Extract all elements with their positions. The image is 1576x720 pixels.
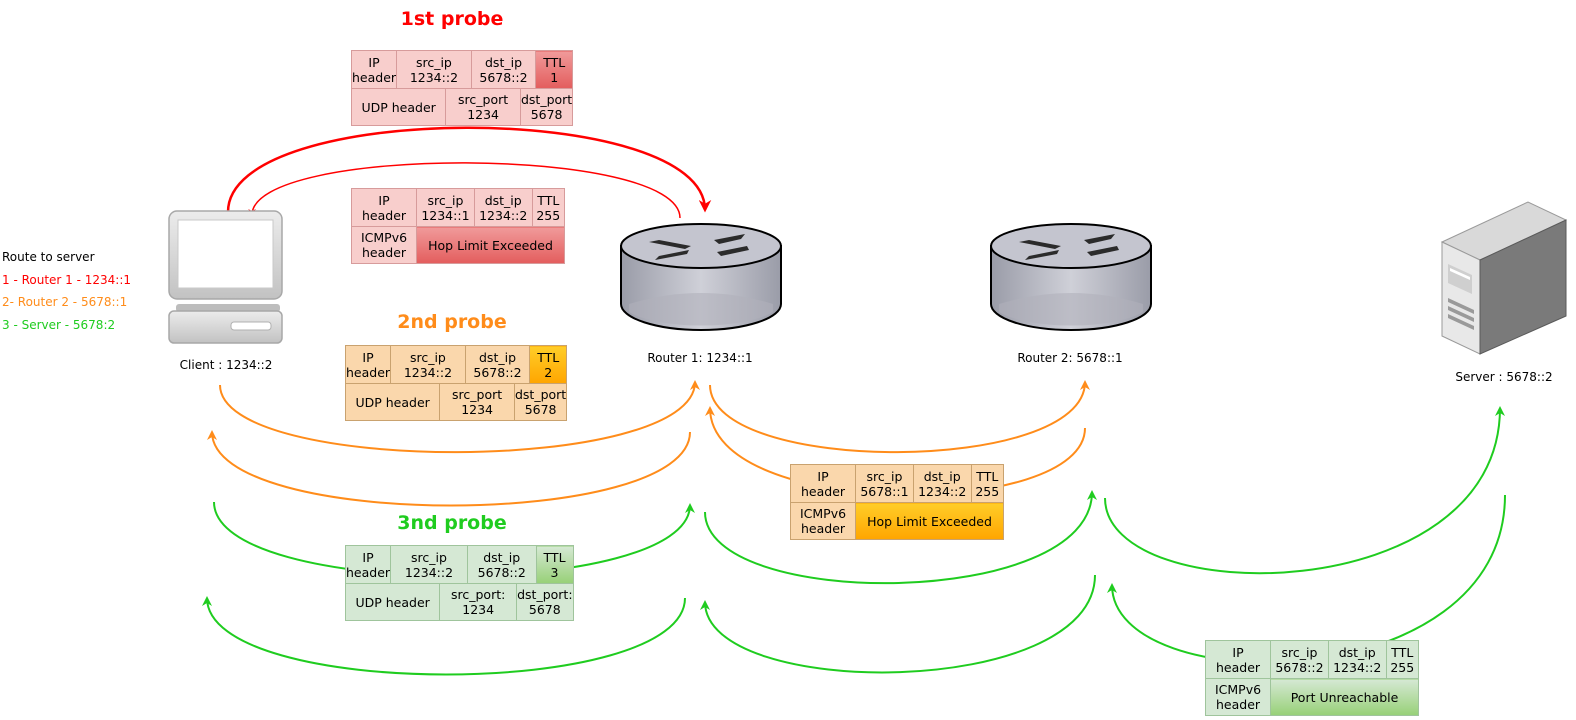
probe3-packet: IP header src_ip 1234::2 dst_ip 5678::2 …	[344, 545, 574, 621]
ip-header-cell: IP header	[344, 545, 392, 584]
server-tower-icon	[1440, 201, 1568, 355]
arrow-probe3-request-r2	[704, 490, 1097, 585]
legend-router1: 1 - Router 1 - 1234::1	[2, 272, 132, 287]
route-legend: Route to server 1 - Router 1 - 1234::1 2…	[2, 246, 131, 336]
legend-router2: 2- Router 2 - 5678::1	[2, 295, 128, 309]
src-ip-cell: src_ip 5678::1	[855, 464, 914, 503]
icmp-message-cell: Hop Limit Exceeded	[416, 226, 565, 264]
dst-port-cell: dst_port: 5678	[516, 583, 574, 621]
arrow-probe1-request	[226, 126, 712, 213]
arrow-probe2-request-r2	[709, 380, 1090, 454]
probe3-title: 3nd probe	[397, 512, 507, 534]
arrow-probe2-reply-client	[207, 430, 691, 507]
reply1-packet: IP header src_ip 1234::1 dst_ip 1234::2 …	[350, 188, 566, 264]
src-ip-cell: src_ip 1234::2	[396, 50, 472, 89]
src-ip-cell: src_ip 5678::2	[1270, 640, 1329, 679]
desktop-computer-icon	[168, 210, 283, 344]
probe2-packet: IP header src_ip 1234::2 dst_ip 5678::2 …	[344, 345, 568, 421]
icmp-message-cell: Port Unreachable	[1270, 678, 1419, 716]
udp-header-cell: UDP header	[350, 88, 447, 126]
router-icon	[990, 223, 1152, 331]
ip-header-cell: IP header	[344, 345, 392, 384]
udp-header-cell: UDP header	[344, 583, 441, 621]
arrow-probe3-reply-r2	[1107, 494, 1506, 664]
ttl-cell: TTL 255	[531, 188, 566, 227]
ip-header-cell: IP header	[350, 188, 418, 227]
router2-label: Router 2: 5678::1	[1017, 351, 1123, 365]
src-ip-cell: src_ip 1234::1	[416, 188, 475, 227]
router-icon	[620, 223, 782, 331]
src-ip-cell: src_ip 1234::2	[390, 345, 466, 384]
ip-header-cell: IP header	[350, 50, 398, 89]
dst-ip-cell: dst_ip 1234::2	[1327, 640, 1387, 679]
arrow-probe3-reply-r1	[700, 574, 1096, 674]
probe1-packet: IP header src_ip 1234::2 dst_ip 5678::2 …	[350, 50, 574, 126]
reply2-packet: IP header src_ip 5678::1 dst_ip 1234::2 …	[789, 464, 1005, 540]
router1-label: Router 1: 1234::1	[647, 351, 753, 365]
ip-header-cell: IP header	[1204, 640, 1272, 679]
probe2-title: 2nd probe	[397, 311, 507, 333]
udp-header-cell: UDP header	[344, 383, 441, 421]
dst-port-cell: dst_port 5678	[513, 383, 568, 421]
icmp-header-cell: ICMPv6 header	[1204, 678, 1272, 716]
ttl-cell: TTL 255	[970, 464, 1005, 503]
legend-title: Route to server	[2, 250, 95, 264]
arrow-probe2-request-r1	[219, 380, 700, 454]
client-label: Client : 1234::2	[179, 358, 273, 372]
ttl-cell: TTL 1	[535, 50, 574, 89]
ttl-cell: TTL 3	[535, 545, 574, 584]
ttl-cell: TTL 2	[529, 345, 568, 384]
probe1-title: 1st probe	[400, 8, 504, 30]
dst-ip-cell: dst_ip 5678::2	[464, 345, 531, 384]
dst-ip-cell: dst_ip 1234::2	[912, 464, 972, 503]
dst-ip-cell: dst_ip 1234::2	[473, 188, 533, 227]
dst-port-cell: dst_port 5678	[519, 88, 574, 126]
src-ip-cell: src_ip 1234::2	[390, 545, 468, 584]
dst-ip-cell: dst_ip 5678::2	[466, 545, 537, 584]
dst-ip-cell: dst_ip 5678::2	[470, 50, 537, 89]
src-port-cell: src_port: 1234	[439, 583, 518, 621]
src-port-cell: src_port 1234	[439, 383, 515, 421]
icmp-header-cell: ICMPv6 header	[350, 226, 418, 264]
reply3-packet: IP header src_ip 5678::2 dst_ip 1234::2 …	[1204, 640, 1420, 716]
legend-server: 3 - Server - 5678:2	[2, 317, 116, 332]
ip-header-cell: IP header	[789, 464, 857, 503]
server-label: Server : 5678::2	[1455, 370, 1553, 384]
icmp-header-cell: ICMPv6 header	[789, 502, 857, 540]
arrow-probe1-reply	[248, 162, 681, 219]
arrow-probe3-request-server	[1104, 406, 1505, 575]
ttl-cell: TTL 255	[1385, 640, 1420, 679]
icmp-message-cell: Hop Limit Exceeded	[855, 502, 1004, 540]
src-port-cell: src_port 1234	[445, 88, 521, 126]
arrow-probe3-reply-client	[202, 596, 686, 676]
